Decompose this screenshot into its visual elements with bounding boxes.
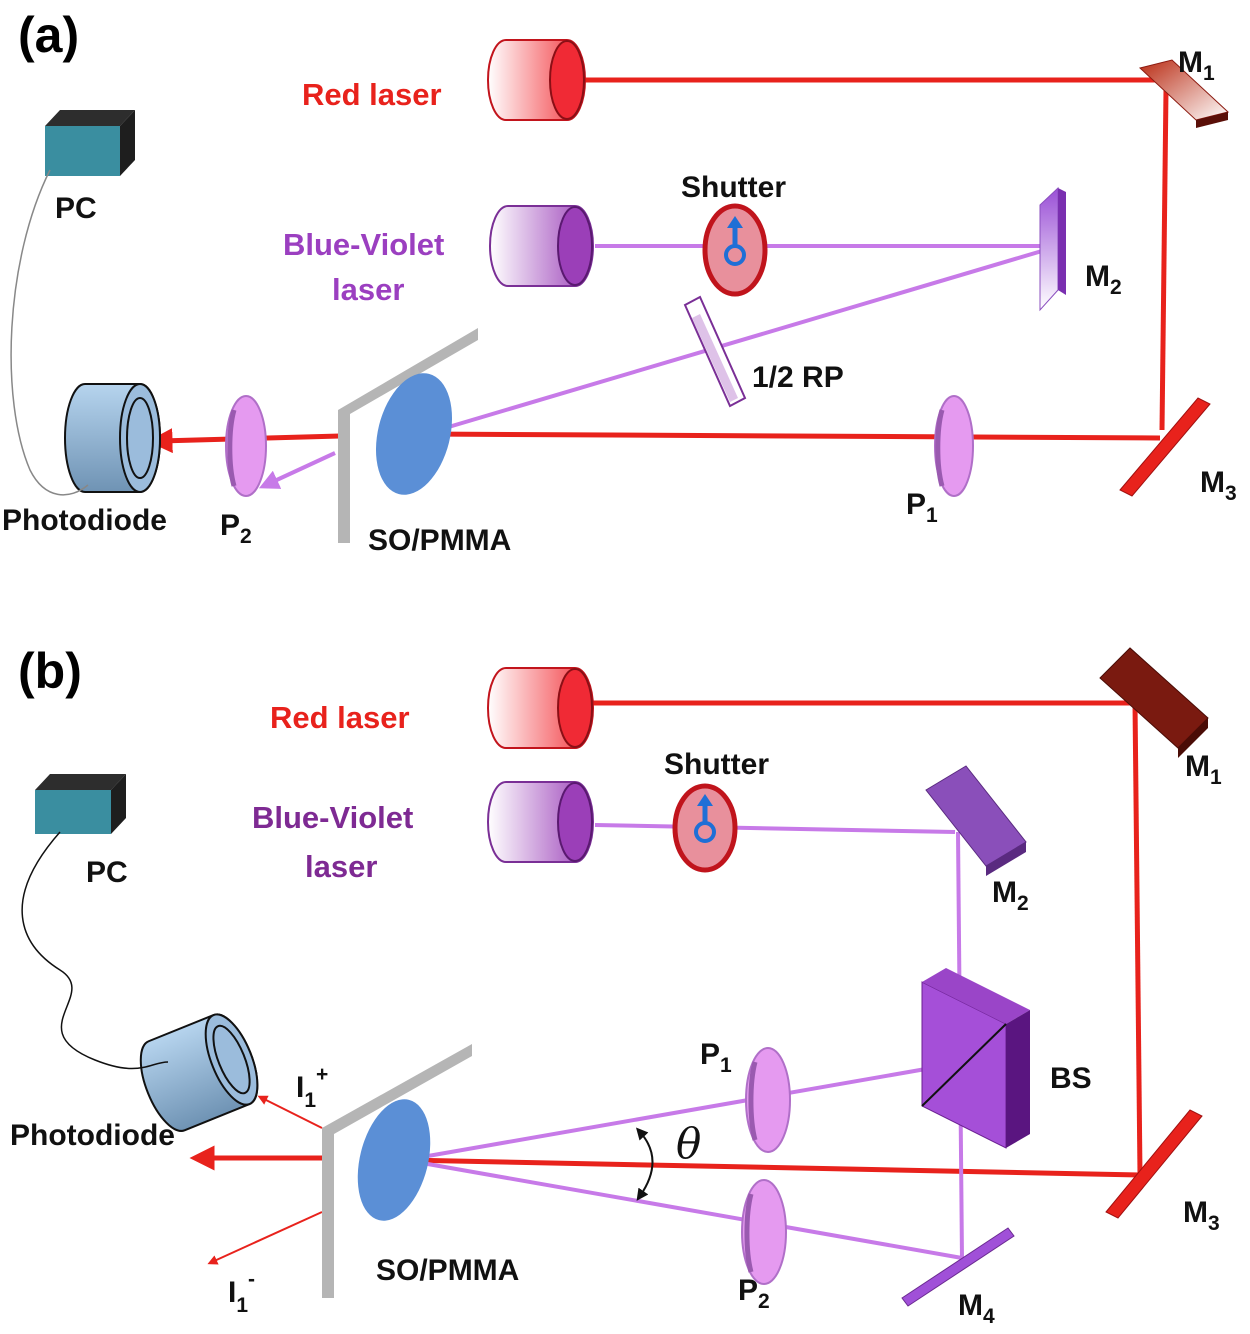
a-mirror-m1 xyxy=(1138,59,1230,128)
a-pc-cable xyxy=(10,169,89,496)
b-red-laser xyxy=(487,667,594,749)
a-blue-violet-laser xyxy=(489,205,594,287)
a-shutter-label: Shutter xyxy=(681,171,786,204)
a-p1-label: P1 xyxy=(906,488,938,527)
a-photodiode xyxy=(64,383,161,493)
b-bs-label: BS xyxy=(1050,1062,1092,1095)
b-blue-violet-label-2: laser xyxy=(305,849,377,884)
a-sample-label: SO/PMMA xyxy=(368,524,511,557)
b-mirror-m4 xyxy=(901,1227,1015,1307)
a-red-laser-label: Red laser xyxy=(302,77,442,112)
b-m1-label: M1 xyxy=(1185,750,1222,789)
b-blue-violet-laser xyxy=(487,781,594,863)
a-blue-violet-label-1: Blue-Violet xyxy=(283,227,444,262)
b-m2-label: M2 xyxy=(992,876,1029,915)
b-mirror-m3 xyxy=(1105,1109,1203,1219)
b-beam-splitter xyxy=(921,968,1030,1149)
panel-b: (b) Red laser Blue-Violet laser xyxy=(10,643,1222,1328)
panel-a: (a) Red laser Blue-Violet laser xyxy=(2,7,1237,557)
b-sample xyxy=(357,1099,431,1221)
a-red-beam-3 xyxy=(424,431,1161,441)
a-p2-label: P2 xyxy=(220,509,252,548)
b-violet-beam-4 xyxy=(404,1158,963,1260)
b-mirror-m1 xyxy=(1099,647,1209,758)
a-pc xyxy=(45,110,135,176)
b-photodiode-label: Photodiode xyxy=(10,1119,175,1152)
panel-a-tag: (a) xyxy=(18,7,79,63)
a-polarizer-p1 xyxy=(934,395,974,497)
b-pc-cable xyxy=(21,831,169,1070)
b-shutter-label: Shutter xyxy=(664,748,769,781)
a-red-beam-2 xyxy=(1159,89,1169,431)
a-sample-holder xyxy=(338,328,478,543)
b-mirror-m2 xyxy=(925,765,1027,876)
b-p2-label: P2 xyxy=(738,1274,770,1313)
b-violet-beam-3 xyxy=(404,1061,961,1162)
b-pc xyxy=(35,774,126,834)
a-pc-label: PC xyxy=(55,192,97,225)
a-photodiode-label: Photodiode xyxy=(2,504,167,537)
b-diffracted-plus xyxy=(257,1095,323,1129)
panel-b-beams xyxy=(189,700,1143,1265)
b-m4-label: M4 xyxy=(958,1289,995,1328)
a-m3-label: M3 xyxy=(1200,466,1237,505)
a-blue-violet-label-2: laser xyxy=(332,272,404,307)
b-i-minus-label: I1- xyxy=(228,1268,255,1317)
a-m1-label: M1 xyxy=(1178,46,1215,85)
a-mirror-m3 xyxy=(1119,397,1211,497)
b-polarizer-p1 xyxy=(745,1047,791,1153)
b-shutter xyxy=(672,783,738,873)
b-diffracted-minus xyxy=(207,1211,323,1265)
a-sample xyxy=(375,373,453,495)
a-violet-beam-2 xyxy=(424,246,1053,436)
a-m2-label: M2 xyxy=(1085,260,1122,299)
b-sample-label: SO/PMMA xyxy=(376,1254,519,1287)
panel-b-tag: (b) xyxy=(18,643,82,699)
a-mirror-m2 xyxy=(1039,186,1066,312)
a-red-laser xyxy=(487,39,586,121)
b-red-beam-2 xyxy=(1132,702,1143,1176)
a-half-rp-label: 1/2 RP xyxy=(752,361,844,394)
b-photodiode xyxy=(139,1013,259,1132)
a-half-wave-plate xyxy=(683,295,747,408)
b-theta-label: θ xyxy=(676,1119,701,1168)
a-polarizer-p2 xyxy=(225,395,267,497)
b-red-beam-3 xyxy=(404,1157,1141,1178)
b-i-plus-label: I1+ xyxy=(296,1063,328,1112)
a-violet-beam-out xyxy=(258,451,336,489)
b-polarizer-p2 xyxy=(741,1179,787,1285)
b-pc-label: PC xyxy=(86,856,128,889)
b-p1-label: P1 xyxy=(700,1038,732,1077)
b-red-laser-label: Red laser xyxy=(270,700,410,735)
b-m3-label: M3 xyxy=(1183,1196,1220,1235)
panel-a-beams xyxy=(147,77,1169,489)
b-sample-holder xyxy=(322,1044,472,1298)
b-theta-arc xyxy=(636,1127,654,1201)
b-blue-violet-label-1: Blue-Violet xyxy=(252,800,413,835)
b-violet-beam-1 xyxy=(594,823,956,834)
a-shutter xyxy=(702,203,768,297)
